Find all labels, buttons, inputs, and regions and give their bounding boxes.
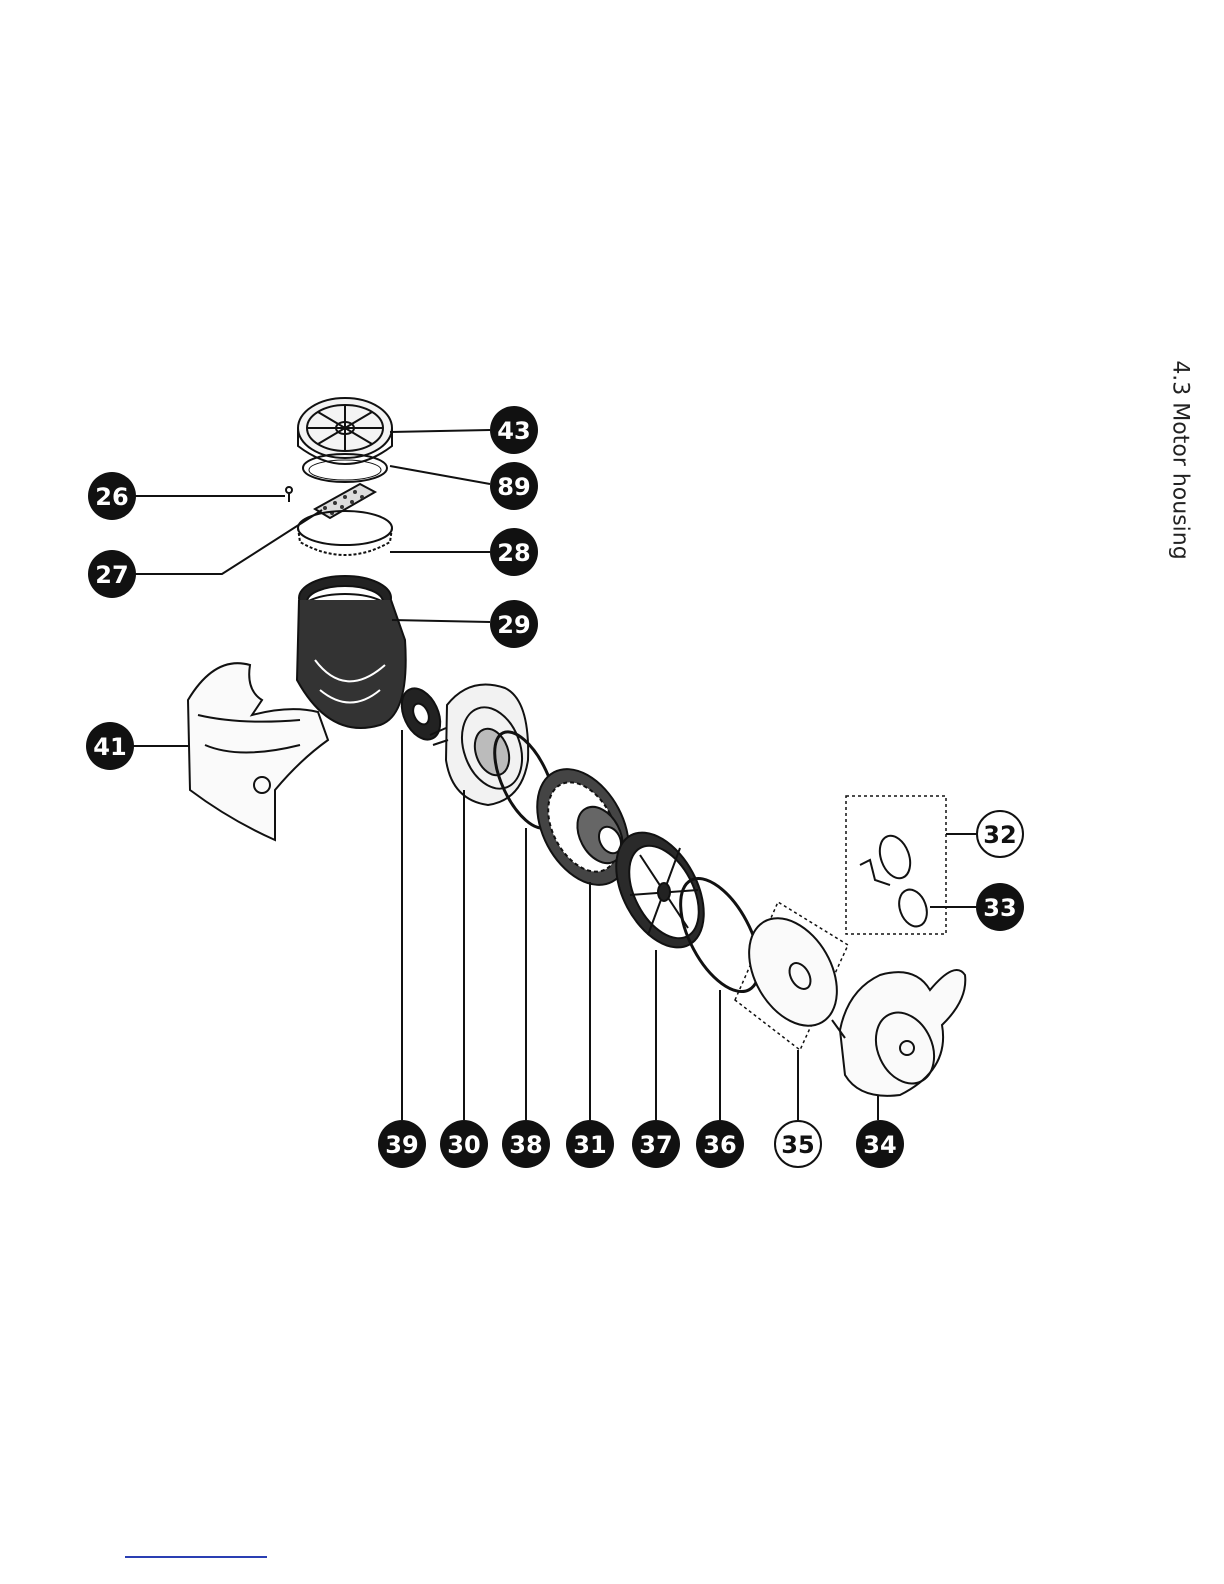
callout-27: 27	[88, 550, 136, 598]
part-26-screw	[286, 487, 292, 502]
svg-text:29: 29	[497, 611, 530, 639]
callout-39: 39	[378, 1120, 426, 1168]
svg-text:89: 89	[497, 473, 530, 501]
part-28-filter-ring	[298, 511, 392, 555]
svg-text:34: 34	[863, 1131, 896, 1159]
svg-text:26: 26	[95, 483, 128, 511]
part-29-motor-bucket	[297, 576, 406, 728]
svg-text:28: 28	[497, 539, 530, 567]
svg-text:27: 27	[95, 561, 128, 589]
svg-text:30: 30	[447, 1131, 480, 1159]
svg-text:41: 41	[93, 733, 126, 761]
svg-text:37: 37	[639, 1131, 672, 1159]
svg-text:39: 39	[385, 1131, 418, 1159]
svg-text:33: 33	[983, 894, 1016, 922]
svg-text:31: 31	[573, 1131, 606, 1159]
callout-35: 35	[775, 1121, 821, 1167]
callout-33: 33	[976, 883, 1024, 931]
svg-text:32: 32	[983, 821, 1016, 849]
part-30-motor	[430, 684, 533, 805]
svg-text:38: 38	[509, 1131, 542, 1159]
svg-text:35: 35	[781, 1131, 814, 1159]
callout-32: 32	[977, 811, 1023, 857]
part-34-end-cover	[832, 970, 965, 1096]
callout-30: 30	[440, 1120, 488, 1168]
callout-29: 29	[490, 600, 538, 648]
callout-43: 43	[490, 406, 538, 454]
callout-89: 89	[490, 462, 538, 510]
callout-37: 37	[632, 1120, 680, 1168]
svg-text:43: 43	[497, 417, 530, 445]
footer-rule	[125, 1556, 267, 1558]
callout-38: 38	[502, 1120, 550, 1168]
part-32-33-kit	[846, 796, 946, 934]
callout-26: 26	[88, 472, 136, 520]
svg-text:36: 36	[703, 1131, 736, 1159]
callout-36: 36	[696, 1120, 744, 1168]
callout-34: 34	[856, 1120, 904, 1168]
callout-31: 31	[566, 1120, 614, 1168]
callout-28: 28	[490, 528, 538, 576]
callout-41: 41	[86, 722, 134, 770]
